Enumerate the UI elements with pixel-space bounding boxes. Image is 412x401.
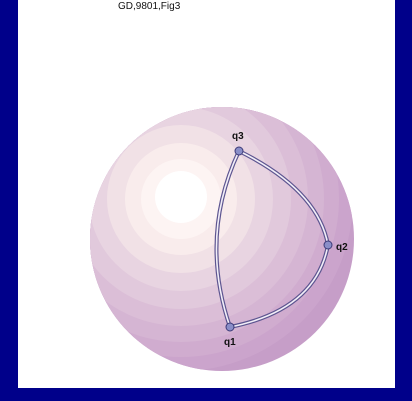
sphere-diagram: q3 q2 q1 [90,107,354,371]
label-q1: q1 [224,337,236,348]
vertex-labels: q3 q2 q1 [224,131,348,348]
vertex-q1 [225,322,235,332]
sphere-highlight [155,171,207,223]
figure-panel: GD,9801,Fig3 [18,0,395,388]
edge-q3-q2-core [238,150,329,246]
spherical-triangle [214,149,330,329]
vertex-q2 [323,240,333,250]
label-q3: q3 [232,131,244,142]
figure-caption: GD,9801,Fig3 [118,1,181,12]
edge-q3-q1-core [215,150,240,328]
edge-q2-q1-core [229,244,329,328]
sphere [90,107,354,371]
label-q2: q2 [336,242,348,253]
vertices [225,146,333,332]
vertex-q3 [234,146,244,156]
